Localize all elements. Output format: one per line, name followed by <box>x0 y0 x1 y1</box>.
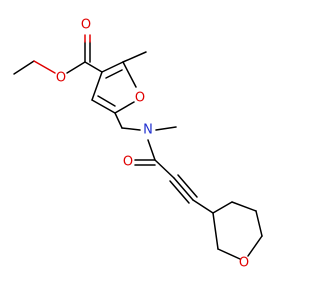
furan-oxygen-label: O <box>135 91 145 106</box>
ester-carbonyl-oxygen-label: O <box>81 18 91 33</box>
bond-methyl-ester-c <box>13 60 35 75</box>
structure-svg: O O O N O O <box>13 18 263 271</box>
bond-ester-c-ring <box>84 61 103 73</box>
molecule-drawing: O O O N O O <box>13 17 263 271</box>
bond-ring-c3-c4 <box>255 210 263 237</box>
bond-c4-c5 <box>91 99 116 114</box>
bond-ring-c1-c2 <box>212 201 233 214</box>
bond-alkyne-ring <box>192 199 214 214</box>
amine-nitrogen-label: N <box>143 123 153 138</box>
bond-alkyne-2 <box>177 174 198 198</box>
bond-c2-methyl <box>122 51 147 63</box>
bond-alkyne-1 <box>173 177 194 201</box>
bond-ring-c2-c3 <box>231 201 257 212</box>
bond-alkyne-3 <box>169 180 190 204</box>
bond-c3-c2-double <box>105 69 123 79</box>
bond-c2-o1 <box>122 61 137 88</box>
bond-c5-o1 <box>114 101 135 114</box>
ester-ether-oxygen-label: O <box>56 71 66 86</box>
bond-ester-o-carbonyl-c <box>66 61 86 74</box>
amide-oxygen-label: O <box>123 155 133 170</box>
bond-c3-c2 <box>101 61 124 73</box>
bond-amide-alkyne <box>154 159 175 179</box>
bond-c4-c5-double <box>97 95 116 107</box>
bond-n-amide-c <box>147 139 156 161</box>
bond-n-methyl <box>155 126 177 131</box>
bond-ch2-n <box>121 127 141 131</box>
bond-ring-c4-o <box>247 235 263 257</box>
bond-ester-o-c <box>33 60 56 74</box>
bond-c3-c4 <box>91 71 103 101</box>
oxane-oxygen-label: O <box>239 256 249 271</box>
bond-c5-ch2 <box>114 112 123 129</box>
bond-ring-o-c5 <box>217 248 241 260</box>
bond-ring-c5-c1 <box>212 212 219 250</box>
